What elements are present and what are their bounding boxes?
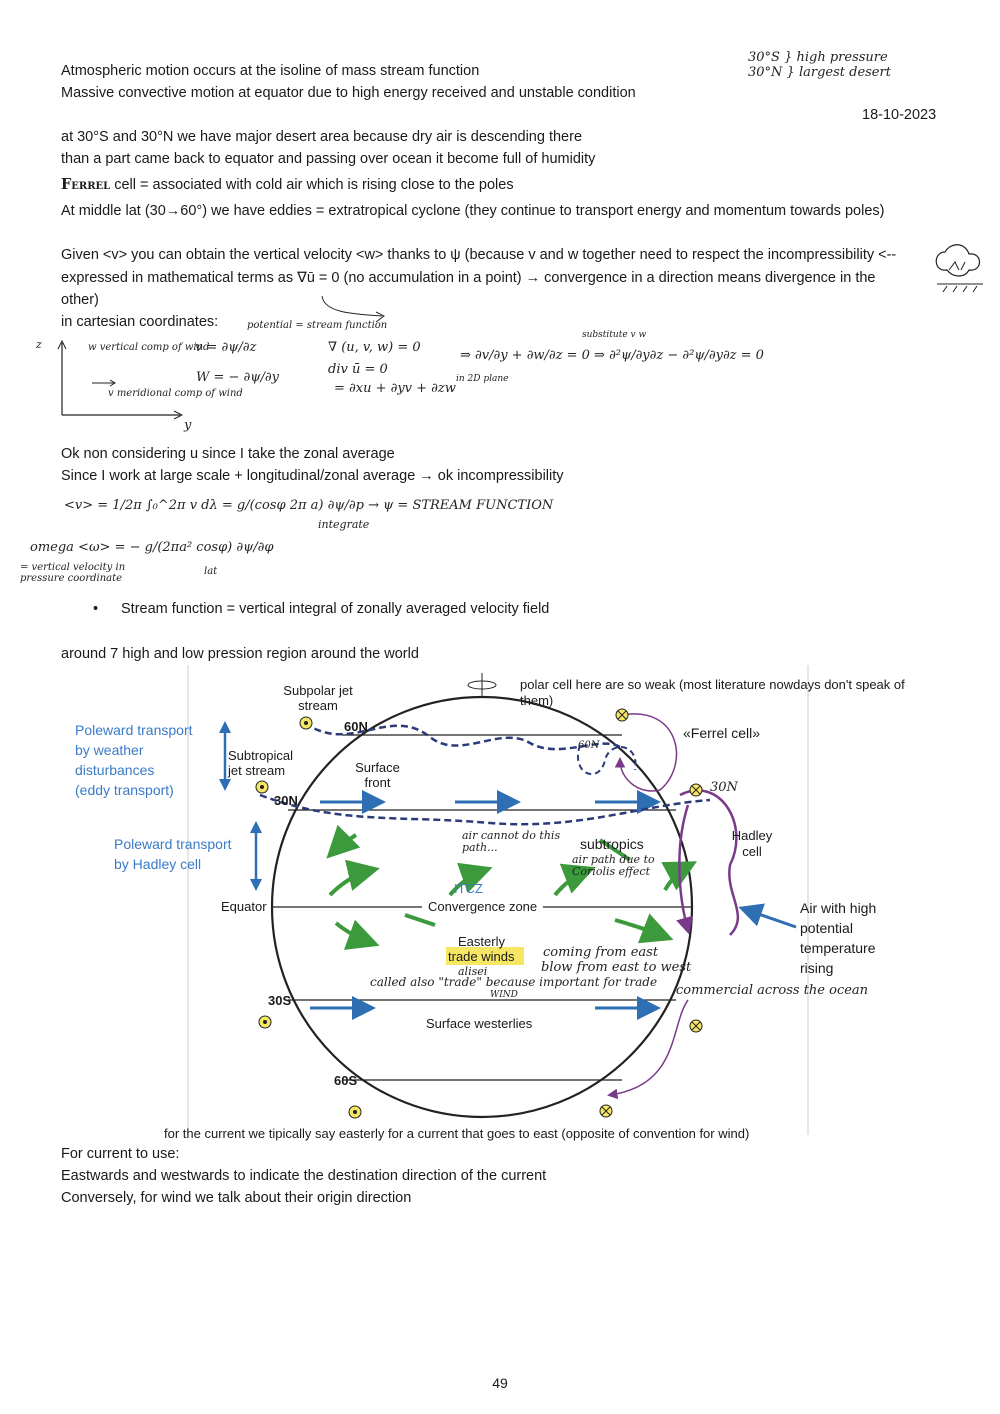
eq-2d: ⇒ ∂v/∂y + ∂w/∂z = 0 ⇒ ∂²ψ/∂y∂z − ∂²ψ/∂y∂… <box>460 348 764 363</box>
subtropical-jet-label: Subtropical jet stream <box>228 748 294 778</box>
air-high-temp-label: Air with high potential temperature risi… <box>800 898 876 978</box>
lat-note: lat <box>204 566 218 577</box>
hand-30n: 30N <box>710 780 738 795</box>
poleward-hadley-line: by Hadley cell <box>114 856 202 872</box>
poleward-hadley-label: Poleward transport by Hadley cell <box>114 834 232 874</box>
axis-y: y <box>184 418 192 433</box>
surface-westerlies-label: Surface westerlies <box>426 1016 533 1031</box>
text-line: Eastwards and westwards to indicate the … <box>61 1168 547 1184</box>
axis-z: z <box>36 338 42 351</box>
text-line: Given <v> you can obtain the vertical ve… <box>61 247 897 263</box>
air-high-temp-line: rising <box>800 960 834 976</box>
ferrel-word: Ferrel <box>61 176 111 193</box>
air-path-note: air path due to Coriolis effect <box>572 853 655 878</box>
incompressibility-sketch <box>935 244 983 293</box>
poleward-hadley-line: Poleward transport <box>114 836 232 852</box>
x-symbol <box>615 708 629 722</box>
text-line: Ok non considering u since I take the zo… <box>61 446 395 462</box>
page-number: 49 <box>492 1375 508 1391</box>
omega-note: = vertical velocity in pressure coordina… <box>20 562 126 584</box>
alisei-note: alisei <box>458 965 488 978</box>
text-line: Ferrel cell = associated with cold air w… <box>61 176 514 193</box>
lat-60s: 60S <box>334 1073 358 1088</box>
subpolar-jet-label: Subpolar jet stream <box>283 683 353 713</box>
text-line: than a part came back to equator and pas… <box>61 151 596 167</box>
eq-omega: omega <ω> = − g/(2πa² cosφ) ∂ψ/∂φ <box>30 540 274 555</box>
air-high-temp-line: potential <box>800 920 853 936</box>
cartesian-axes <box>57 339 184 420</box>
bullet-dot: • <box>93 601 99 617</box>
axis-v: v meridional comp of wind <box>108 388 243 399</box>
itcz-label: ITCZ <box>454 881 483 896</box>
surface-front-label: Surface front <box>355 760 400 790</box>
eq-2d-note: in 2D plane <box>456 374 509 384</box>
eq-expand: = ∂xu + ∂yv + ∂zw <box>334 381 456 396</box>
eq-w: W = − ∂ψ/∂y <box>196 370 279 385</box>
air-cannot-note: air cannot do this path... <box>462 829 561 854</box>
ferrel-rest: cell = associated with cold air which is… <box>110 177 514 193</box>
date: 18-10-2023 <box>862 107 937 123</box>
eq-substitute: substitute v w <box>582 330 647 340</box>
subtropics-label: subtropics <box>580 836 644 852</box>
text-line: For current to use: <box>61 1146 180 1162</box>
eq-divu: div ū = 0 <box>328 362 388 377</box>
eq-v: v = ∂ψ/∂z <box>195 340 257 355</box>
poleward-eddy-line: Poleward transport <box>75 722 193 738</box>
figure-caption: for the current we tipically say easterl… <box>164 1126 750 1141</box>
easterly-label: Easterly <box>458 934 505 949</box>
lat-30n: 30N <box>274 793 298 808</box>
coming-from-east-note: coming from east <box>543 945 659 960</box>
air-high-temp-line: Air with high <box>800 900 877 916</box>
lat-30s: 30S <box>268 993 292 1008</box>
poleward-eddy-line: by weather <box>75 742 144 758</box>
bullet-text: Stream function = vertical integral of z… <box>121 601 550 617</box>
corner-note-line2: 30°N } largest desert <box>748 65 891 80</box>
text-line: around 7 high and low pression region ar… <box>61 646 419 662</box>
blow-east-west-note: blow from east to west <box>541 960 692 975</box>
text-line: expressed in mathematical terms as ∇ū = … <box>61 270 876 286</box>
ferrel-cell-label: «Ferrel cell» <box>683 725 761 741</box>
axis-w: w vertical comp of wind <box>88 342 210 353</box>
hadley-cell-label: Hadley cell <box>731 828 773 859</box>
poleward-eddy-line: disturbances <box>75 762 155 778</box>
wind-note: WIND <box>490 990 518 1000</box>
x-symbol <box>599 1104 613 1118</box>
text-line: in cartesian coordinates: <box>61 314 219 330</box>
trade-winds-label: trade winds <box>448 949 515 964</box>
polar-note: polar cell here are so weak (most litera… <box>520 677 905 708</box>
x-symbol <box>689 1019 703 1033</box>
x-symbol <box>689 783 703 797</box>
text-line: Atmospheric motion occurs at the isoline… <box>61 63 480 79</box>
text-line: Since I work at large scale + longitudin… <box>61 468 564 484</box>
corner-note-line1: 30°S } high pressure <box>748 50 888 65</box>
corner-note: 30°S } high pressure 30°N } largest dese… <box>748 50 891 80</box>
text-line: other) <box>61 292 99 308</box>
eq-v-note: potential = stream function <box>247 320 388 331</box>
poleward-eddy-line: (eddy transport) <box>75 782 174 798</box>
text-line: Conversely, for wind we talk about their… <box>61 1190 412 1206</box>
eq-mean-v: <v> = 1/2π ∫₀^2π v dλ = g/(cosφ 2π a) ∂ψ… <box>64 498 554 513</box>
eq-div: ∇ (u, v, w) = 0 <box>328 340 421 355</box>
hand-60n: 60N <box>578 740 600 751</box>
commercial-note: commercial across the ocean <box>676 983 869 998</box>
poleward-eddy-label: Poleward transport by weather disturbanc… <box>75 720 193 800</box>
called-trade-note: called also "trade" because important fo… <box>370 975 658 989</box>
arrow-to-math <box>321 295 385 323</box>
lat-60n: 60N <box>344 719 368 734</box>
integrate-note: integrate <box>318 518 370 531</box>
convergence-zone-label: Convergence zone <box>422 899 544 914</box>
air-high-temp-line: temperature <box>800 940 876 956</box>
text-line: Massive convective motion at equator due… <box>61 85 636 101</box>
equator-label: Equator <box>221 899 267 914</box>
text-line: at 30°S and 30°N we have major desert ar… <box>61 129 583 145</box>
text-line: At middle lat (30→60°) we have eddies = … <box>61 203 885 219</box>
